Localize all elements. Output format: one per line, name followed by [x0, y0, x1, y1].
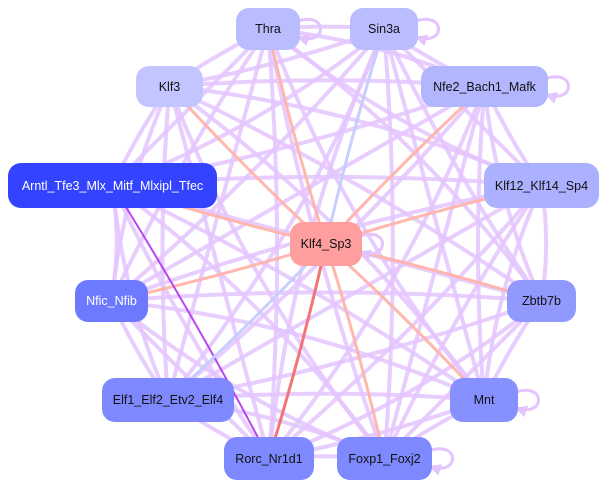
node-label: Zbtb7b — [522, 294, 561, 308]
node-zbtb7b[interactable]: Zbtb7b — [507, 280, 576, 322]
node-klf12[interactable]: Klf12_Klf14_Sp4 — [484, 163, 599, 208]
edge-Nfe2_Bach1_Mafk-Mnt — [474, 84, 492, 402]
node-foxp1_foxj2[interactable]: Foxp1_Foxj2 — [337, 437, 432, 480]
node-label: Klf12_Klf14_Sp4 — [494, 178, 589, 193]
node-sin3a[interactable]: Sin3a — [350, 8, 418, 50]
self-loop-Thra — [296, 17, 322, 47]
node-nfic_nfib[interactable]: Nfic_Nfib — [75, 280, 148, 322]
node-mnt[interactable]: Mnt — [450, 378, 518, 422]
node-label: Arntl_Tfe3_Mlx_Mitf_Mlxipl_Tfec — [21, 178, 204, 193]
node-nfe2_bach1_mafk[interactable]: Nfe2_Bach1_Mafk — [421, 66, 548, 107]
node-label: Klf3 — [158, 79, 181, 94]
edge-Klf4_Sp3-Foxp1_Foxj2 — [323, 242, 388, 460]
node-label: Elf1_Elf2_Etv2_Elf4 — [112, 393, 224, 407]
node-label: Thra — [255, 22, 281, 36]
self-loop-Klf4_Sp3 — [358, 232, 384, 262]
node-klf3[interactable]: Klf3 — [136, 66, 203, 107]
self-loop-Foxp1_Foxj2 — [428, 447, 454, 476]
node-label: Nfe2_Bach1_Mafk — [433, 79, 536, 94]
node-thra[interactable]: Thra — [236, 8, 300, 50]
node-arntl[interactable]: Arntl_Tfe3_Mlx_Mitf_Mlxipl_Tfec — [8, 163, 217, 208]
node-label: Klf4_Sp3 — [300, 237, 352, 251]
node-klf4_sp3[interactable]: Klf4_Sp3 — [290, 222, 362, 266]
self-loop-Sin3a — [414, 17, 440, 47]
node-rorc_nr1d1[interactable]: Rorc_Nr1d1 — [224, 437, 314, 480]
self-loop-Nfe2_Bach1_Mafk — [544, 75, 570, 104]
node-label: Mnt — [473, 393, 495, 407]
node-label: Foxp1_Foxj2 — [348, 451, 421, 466]
self-loop-Mnt — [514, 388, 540, 418]
node-elf1[interactable]: Elf1_Elf2_Etv2_Elf4 — [102, 378, 234, 422]
node-label: Nfic_Nfib — [86, 294, 137, 308]
node-label: Rorc_Nr1d1 — [235, 451, 303, 466]
node-label: Sin3a — [368, 22, 400, 36]
